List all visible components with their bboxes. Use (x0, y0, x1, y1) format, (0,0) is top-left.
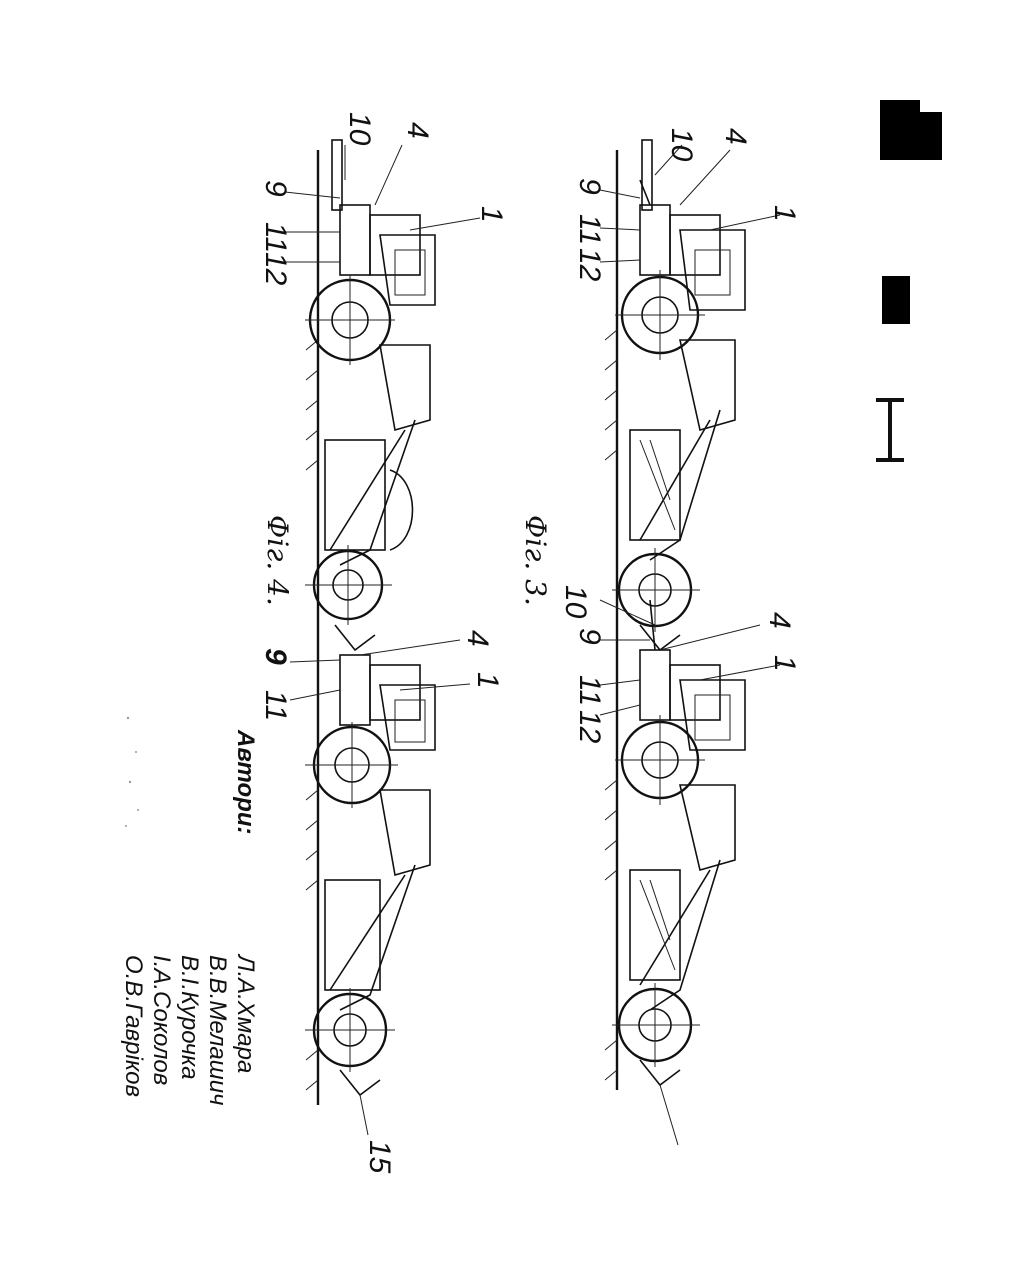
fig4-label-11-a: 11 (259, 222, 292, 253)
fig3-unit2-scraper (612, 785, 735, 1145)
authors-block: Автори: Л.А.Хмара В.В.Мелашич В.І.Курочк… (120, 729, 259, 1105)
fig4-unit1-scraper (305, 345, 430, 650)
fig4-unit2-scraper (305, 790, 430, 1095)
fig3-unit1-tractor (615, 140, 745, 360)
author-name-2: В.В.Мелашич (204, 955, 231, 1105)
fig3-label-10-a: 10 (665, 128, 698, 162)
fig3-label-4-a: 4 (719, 128, 752, 145)
fig3-labels: 10 4 9 1 11 12 10 4 9 1 11 12 Фiг. 3. (519, 128, 801, 744)
fig3-label-1-b: 1 (768, 655, 801, 672)
fig4-label-12-a: 12 (259, 252, 292, 286)
scan-specks (125, 717, 139, 827)
fig3-label-11-b: 11 (573, 675, 606, 706)
author-name-3: В.І.Курочка (176, 955, 203, 1080)
author-name-1: Л.А.Хмара (232, 953, 259, 1073)
fig3-unit1-scraper (612, 340, 735, 650)
fig4-caption: Фiг. 4. (261, 515, 294, 606)
authors-heading: Автори: (232, 729, 259, 835)
fig4-label-4-a: 4 (401, 122, 434, 139)
fig3-unit2-tractor (615, 600, 745, 805)
fig3-label-11-a: 11 (573, 214, 606, 245)
figure-4 (285, 140, 480, 1135)
fig4-label-1-a: 1 (475, 206, 508, 223)
fig4-label-4-b: 4 (461, 630, 494, 647)
fig3-label-9-a: 9 (573, 178, 606, 195)
fig3-label-4-b: 4 (763, 612, 796, 629)
fig3-label-10-b: 10 (559, 585, 592, 619)
fig3-caption: Фiг. 3. (519, 515, 552, 606)
author-name-4: І.А.Соколов (148, 955, 175, 1085)
fig4-unit2-tractor (305, 655, 435, 808)
page-number-mark (876, 100, 942, 462)
fig3-label-12-a: 12 (573, 248, 606, 282)
fig4-unit1-tractor (305, 140, 435, 365)
fig4-label-10-a: 10 (343, 112, 376, 146)
figure-3 (600, 140, 780, 1145)
fig4-leader-lines (285, 145, 480, 1135)
fig3-label-12-b: 12 (573, 710, 606, 744)
fig4-label-9-b: 9 (259, 648, 292, 665)
fig3-label-9-b: 9 (573, 628, 606, 645)
fig3-label-1-a: 1 (768, 205, 801, 222)
author-name-5: О.В.Гавріков (120, 955, 147, 1097)
fig4-label-15: 15 (363, 1140, 396, 1174)
fig4-label-11-b: 11 (259, 690, 292, 721)
fig4-label-9-a: 9 (259, 180, 292, 197)
ground-hatching (306, 340, 318, 1090)
fig4-label-1-b: 1 (471, 672, 504, 689)
